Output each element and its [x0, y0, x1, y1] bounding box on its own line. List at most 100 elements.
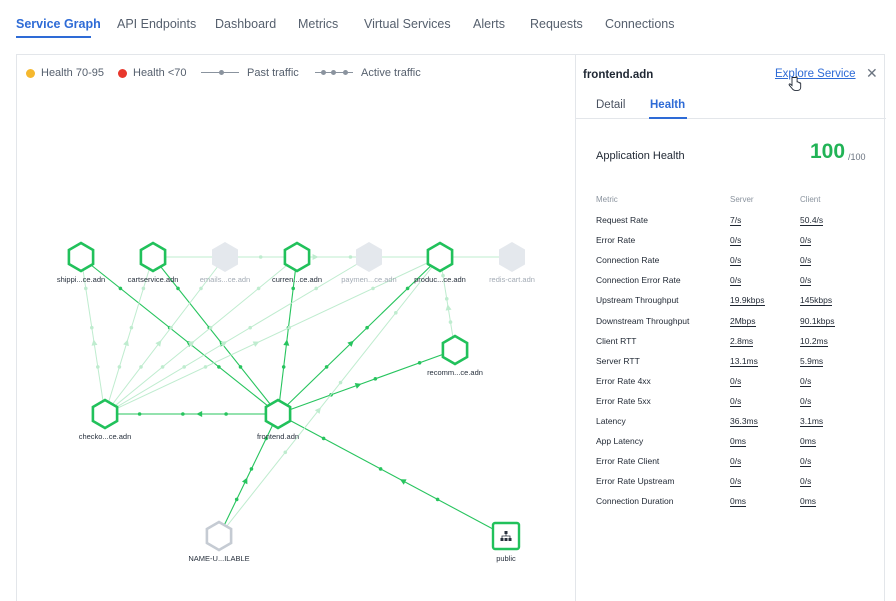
table-row: Upstream Throughput 19.9kbps 145kbps — [596, 295, 876, 315]
tab-connections[interactable]: Connections — [605, 17, 675, 31]
active-traffic-edge[interactable] — [277, 256, 441, 415]
active-traffic-edge[interactable] — [218, 413, 279, 537]
past-traffic-edge[interactable] — [104, 256, 298, 415]
client-value[interactable]: 10.2ms — [800, 335, 828, 347]
tab-alerts[interactable]: Alerts — [473, 17, 505, 31]
graph-node-recommendation[interactable]: recomm...ce.adn — [427, 334, 483, 377]
server-value[interactable]: 0/s — [730, 395, 742, 407]
client-value[interactable]: 0ms — [800, 496, 817, 508]
tab-metrics[interactable]: Metrics — [298, 17, 339, 31]
server-value[interactable]: 0/s — [730, 375, 742, 387]
graph-legend: Health 70-95 Health <70 Past traffic Act… — [17, 55, 577, 91]
server-value[interactable]: 13.1ms — [730, 355, 758, 367]
graph-node-emails[interactable]: emails...ce.adn — [200, 242, 250, 284]
graph-node-nameunavailable[interactable]: NAME-U...ILABLE — [188, 520, 250, 563]
past-traffic-edge[interactable] — [218, 256, 441, 537]
client-value[interactable]: 0/s — [800, 275, 812, 287]
graph-node-frontend[interactable]: frontend.adn — [257, 398, 299, 441]
active-tab-indicator — [16, 36, 91, 38]
tab-detail[interactable]: Detail — [596, 99, 626, 111]
active-traffic-edge[interactable] — [277, 349, 456, 415]
client-value[interactable]: 0/s — [800, 395, 812, 407]
server-value[interactable]: 0/s — [730, 235, 742, 247]
server-value[interactable]: 0/s — [730, 275, 742, 287]
past-traffic-edge[interactable] — [104, 256, 226, 415]
tab-requests[interactable]: Requests — [530, 17, 583, 31]
client-value[interactable]: 90.1kbps — [800, 315, 835, 327]
node-label: emails...ce.adn — [200, 275, 250, 284]
node-label: shippi...ce.adn — [57, 275, 105, 284]
service-detail-panel: frontend.adn Explore Service ✕ Detail He… — [575, 54, 886, 601]
detail-tabs: Detail Health — [576, 95, 886, 119]
past-traffic-edge[interactable] — [104, 256, 441, 415]
metric-name: Connection Duration — [596, 496, 674, 507]
client-value[interactable]: 0/s — [800, 235, 812, 247]
tab-virtual-services[interactable]: Virtual Services — [364, 17, 451, 31]
client-value[interactable]: 0/s — [800, 476, 812, 488]
graph-node-shipping[interactable]: shippi...ce.adn — [57, 241, 105, 284]
server-value[interactable]: 0/s — [730, 456, 742, 468]
tab-service-graph[interactable]: Service Graph — [16, 17, 101, 31]
client-value[interactable]: 145kbps — [800, 295, 833, 307]
metric-name: Upstream Throughput — [596, 295, 679, 306]
metric-name: Downstream Throughput — [596, 315, 690, 326]
graph-node-payment[interactable]: paymen...ce.adn — [341, 242, 397, 284]
service-graph-panel[interactable]: Health 70-95 Health <70 Past traffic Act… — [16, 54, 576, 601]
graph-node-public[interactable]: public — [491, 521, 521, 563]
server-value[interactable]: 0/s — [730, 476, 742, 488]
client-value[interactable]: 0/s — [800, 255, 812, 267]
past-traffic-edge[interactable] — [104, 256, 370, 415]
tab-health[interactable]: Health — [650, 99, 686, 111]
application-health-label: Application Health — [596, 150, 685, 162]
table-row: Error Rate Upstream 0/s 0/s — [596, 476, 876, 496]
table-row: Downstream Throughput 2Mbps 90.1kbps — [596, 316, 876, 336]
metric-name: Connection Error Rate — [596, 275, 681, 286]
metric-name: Latency — [596, 416, 626, 426]
client-value[interactable]: 50.4/s — [800, 215, 824, 226]
node-label: paymen...ce.adn — [341, 275, 396, 284]
graph-node-cartservice[interactable]: cartservice.adn — [128, 241, 179, 284]
active-traffic-line-icon — [315, 70, 353, 75]
server-value[interactable]: 36.3ms — [730, 416, 758, 427]
server-value[interactable]: 19.9kbps — [730, 295, 765, 307]
past-traffic-edge[interactable] — [439, 256, 456, 351]
node-label: recomm...ce.adn — [427, 368, 483, 377]
metric-name: Error Rate Client — [596, 456, 660, 467]
close-icon[interactable]: ✕ — [866, 65, 878, 81]
server-value[interactable]: 0ms — [730, 496, 747, 508]
explore-service-link[interactable]: Explore Service — [775, 68, 856, 80]
table-row: Connection Duration 0ms 0ms — [596, 496, 876, 516]
server-value[interactable]: 2.8ms — [730, 335, 754, 347]
graph-node-checkout[interactable]: checko...ce.adn — [79, 398, 132, 441]
client-value[interactable]: 0/s — [800, 456, 812, 468]
client-value[interactable]: 0/s — [800, 375, 812, 387]
tab-dashboard[interactable]: Dashboard — [215, 17, 277, 31]
tab-api-endpoints[interactable]: API Endpoints — [117, 17, 197, 31]
metric-name: Error Rate 5xx — [596, 395, 651, 406]
health-bad-dot — [118, 69, 127, 78]
metric-name: Error Rate Upstream — [596, 476, 675, 487]
past-traffic-edge[interactable] — [153, 254, 512, 260]
past-traffic-edge[interactable] — [104, 256, 154, 415]
client-value[interactable]: 3.1ms — [800, 416, 824, 427]
active-traffic-edge[interactable] — [277, 413, 507, 537]
server-value[interactable]: 0ms — [730, 436, 747, 448]
client-value[interactable]: 5.9ms — [800, 355, 824, 367]
client-value[interactable]: 0ms — [800, 436, 817, 448]
graph-node-currency[interactable]: curren...ce.adn — [272, 241, 322, 284]
server-value[interactable]: 2Mbps — [730, 315, 756, 327]
detail-tab-indicator — [649, 117, 687, 119]
server-value[interactable]: 0/s — [730, 255, 742, 267]
server-value[interactable]: 7/s — [730, 215, 742, 226]
graph-node-rediscart[interactable]: redis-cart.adn — [489, 242, 535, 284]
application-health-max: /100 — [848, 152, 866, 162]
pointer-hand-icon — [788, 76, 802, 91]
active-traffic-edge[interactable] — [105, 411, 278, 417]
service-graph-canvas[interactable]: shippi...ce.adn cartservice.adn emails...c… — [17, 55, 576, 601]
past-traffic-edge[interactable] — [80, 256, 106, 415]
graph-node-productcatalog[interactable]: produc...ce.adn — [414, 241, 466, 284]
